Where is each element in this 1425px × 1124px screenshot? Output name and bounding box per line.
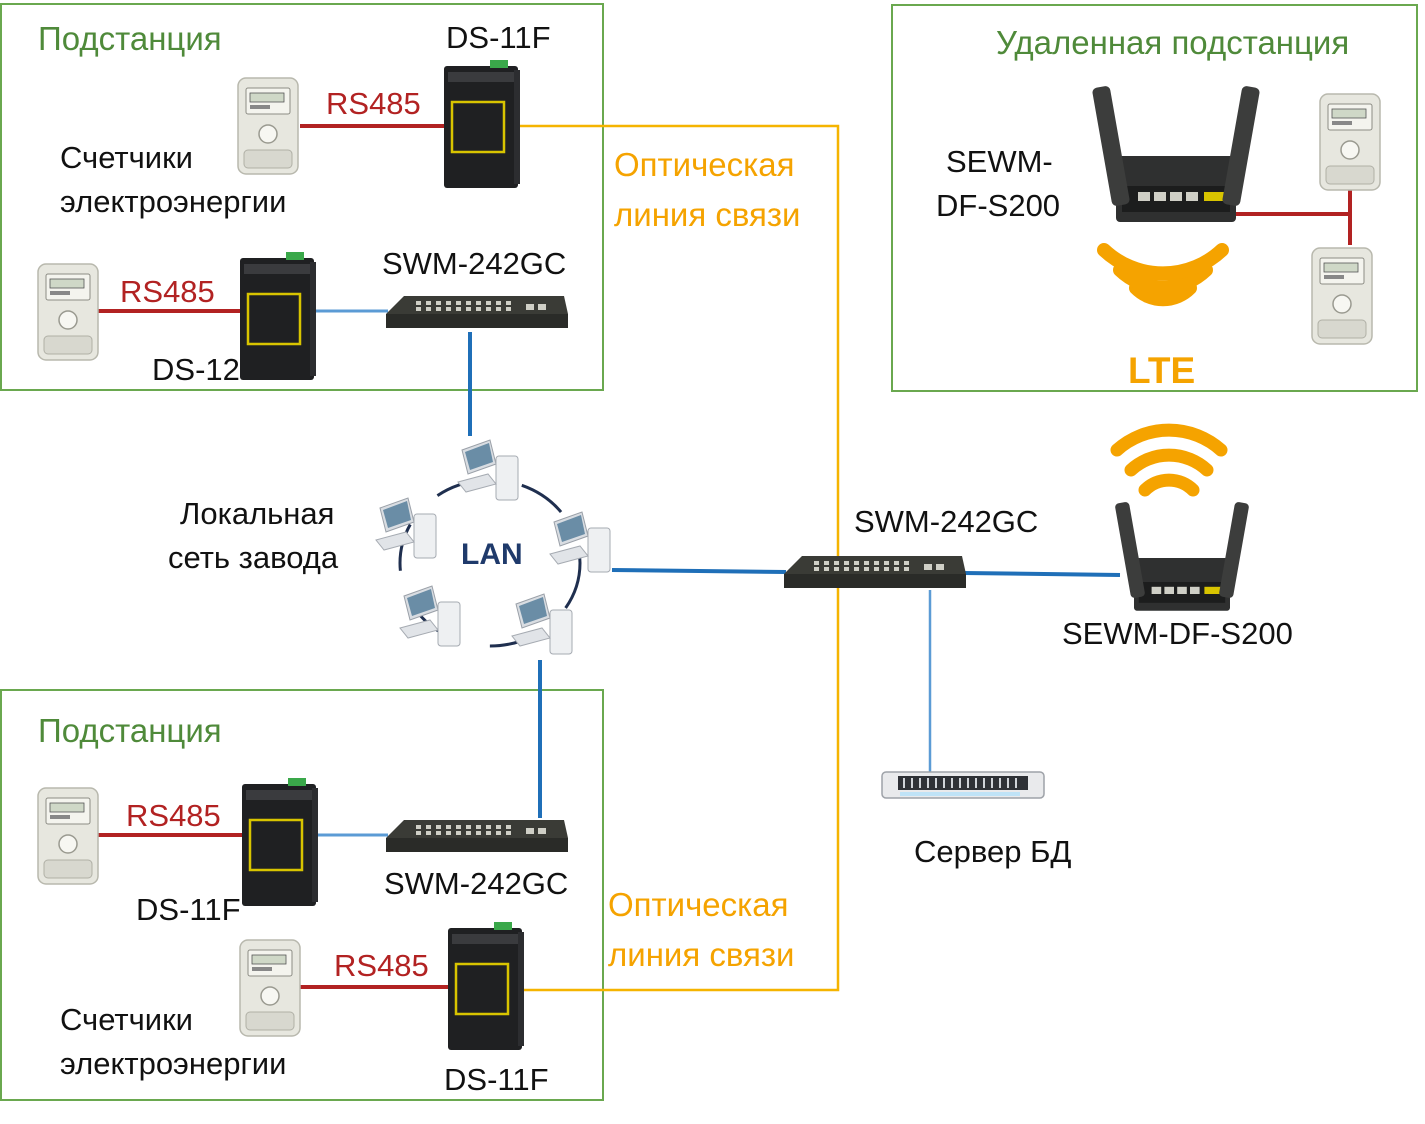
- core-switch-label: SWM-242GC: [854, 504, 1039, 539]
- optical-line-label-line2: линия связи: [608, 936, 795, 973]
- substation-bottom-border: [0, 689, 604, 1101]
- ethernet-link-lan-core: [611, 568, 787, 574]
- meters-label-line1: Счетчики: [60, 1002, 193, 1037]
- rs485-label: RS485: [120, 274, 215, 309]
- meters-label-line2: электроэнергии: [60, 1046, 287, 1081]
- ds11f-label: DS-11F: [446, 20, 551, 55]
- lan-ring: [398, 478, 582, 648]
- lan-center-label: LAN: [461, 538, 523, 571]
- rs485-label: RS485: [334, 948, 429, 983]
- substation-title: Подстанция: [38, 20, 222, 57]
- ds12-label: DS-12: [152, 352, 240, 387]
- electricity-meter-icon: [1311, 247, 1373, 345]
- optical-line-label-line1: Оптическая: [608, 886, 789, 923]
- remote-substation-border: [891, 4, 1418, 392]
- router-label-line1: SEWM-: [946, 144, 1053, 179]
- ethernet-link-core-router: [963, 571, 1121, 577]
- electricity-meter-icon: [1319, 93, 1381, 191]
- lte-label: LTE: [1128, 350, 1196, 391]
- electricity-meter-icon: [237, 77, 299, 175]
- electricity-meter-icon: [239, 939, 301, 1037]
- server-icon: [881, 771, 1045, 799]
- electricity-meter-icon: [37, 263, 99, 361]
- optical-line-label-line2: линия связи: [614, 196, 801, 233]
- ds12-converter-icon: [238, 250, 318, 382]
- lte-signal-icon: [1110, 423, 1228, 497]
- switch-label: SWM-242GC: [384, 866, 569, 901]
- optical-line-label-line1: Оптическая: [614, 146, 795, 183]
- switch-label: SWM-242GC: [382, 246, 567, 281]
- lan-label-line2: сеть завода: [168, 540, 339, 575]
- computer-icon: [399, 585, 461, 647]
- lte-router-icon: [1114, 501, 1250, 611]
- computer-icon: [511, 593, 573, 655]
- electricity-meter-icon: [37, 787, 99, 885]
- lte-signal-icon: [1097, 243, 1229, 307]
- ds11f-converter-icon: [446, 920, 526, 1052]
- ds11f-converter-icon: [442, 58, 522, 190]
- core-router-label: SEWM-DF-S200: [1062, 616, 1293, 651]
- substation-top-border: [0, 3, 604, 391]
- server-label: Сервер БД: [914, 834, 1072, 869]
- switch-icon: [386, 296, 568, 328]
- lte-router-icon: [1091, 85, 1261, 223]
- ds11f-label: DS-11F: [444, 1062, 549, 1097]
- computer-icon: [375, 497, 437, 559]
- rs485-label: RS485: [126, 798, 221, 833]
- rs485-label: RS485: [326, 86, 421, 121]
- substation-title: Подстанция: [38, 712, 222, 749]
- meters-label-line2: электроэнергии: [60, 184, 287, 219]
- router-label-line2: DF-S200: [936, 188, 1061, 223]
- computer-icon: [457, 439, 519, 501]
- remote-substation-title: Удаленная подстанция: [996, 24, 1350, 61]
- switch-icon: [784, 556, 966, 588]
- ds11f-converter-icon: [240, 776, 320, 908]
- meters-label-line1: Счетчики: [60, 140, 193, 175]
- switch-icon: [386, 820, 568, 852]
- lan-label-line1: Локальная: [180, 496, 335, 531]
- ds11f-label: DS-11F: [136, 892, 241, 927]
